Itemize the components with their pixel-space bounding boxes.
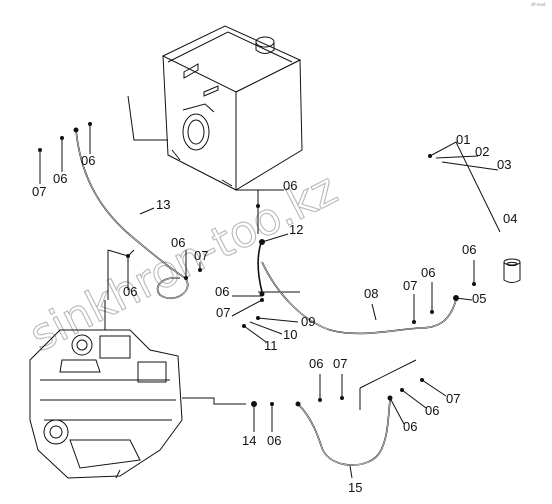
leader-lines (39, 124, 501, 479)
callout-c09: 09 (301, 314, 315, 329)
callout-c06-k: 06 (403, 419, 417, 434)
callout-c14: 14 (242, 433, 256, 448)
callout-c04: 04 (503, 211, 517, 226)
callout-c07-c: 07 (403, 278, 417, 293)
callout-c06-g: 06 (123, 284, 137, 299)
callout-c07-f: 07 (446, 391, 460, 406)
callout-c06-f: 06 (421, 265, 435, 280)
callout-c02: 02 (475, 144, 489, 159)
callout-c06-e: 06 (462, 242, 476, 257)
callout-c13: 13 (156, 197, 170, 212)
callout-c06-i: 06 (309, 356, 323, 371)
callout-c06-j: 06 (425, 403, 439, 418)
fittings (38, 122, 476, 407)
callout-c06-b: 06 (53, 171, 67, 186)
corner-mark: zP-next (531, 2, 546, 7)
fuel-filter (503, 258, 521, 283)
callout-c06-c: 06 (283, 178, 297, 193)
callout-c07-a: 07 (32, 184, 46, 199)
callout-c06-a: 06 (81, 153, 95, 168)
callout-c07-e: 07 (333, 356, 347, 371)
callout-c06-h: 06 (215, 284, 229, 299)
callout-c08: 08 (364, 286, 378, 301)
callout-c05: 05 (472, 291, 486, 306)
callout-c10: 10 (283, 327, 297, 342)
callout-c07-d: 07 (216, 305, 230, 320)
callout-labels: 01 02 03 04 05 06 06 07 06 13 12 06 07 06 06 07 06 06 08 07… (32, 132, 517, 495)
callout-c06-l: 06 (267, 433, 281, 448)
callout-c06-d: 06 (171, 235, 185, 250)
callout-c03: 03 (497, 157, 511, 172)
callout-c07-b: 07 (194, 248, 208, 263)
callout-c11: 11 (264, 338, 278, 353)
fuel-tank (161, 25, 303, 191)
callout-c15: 15 (348, 480, 362, 495)
callout-c12: 12 (289, 222, 303, 237)
callout-c01: 01 (456, 132, 470, 147)
engine (29, 300, 183, 479)
